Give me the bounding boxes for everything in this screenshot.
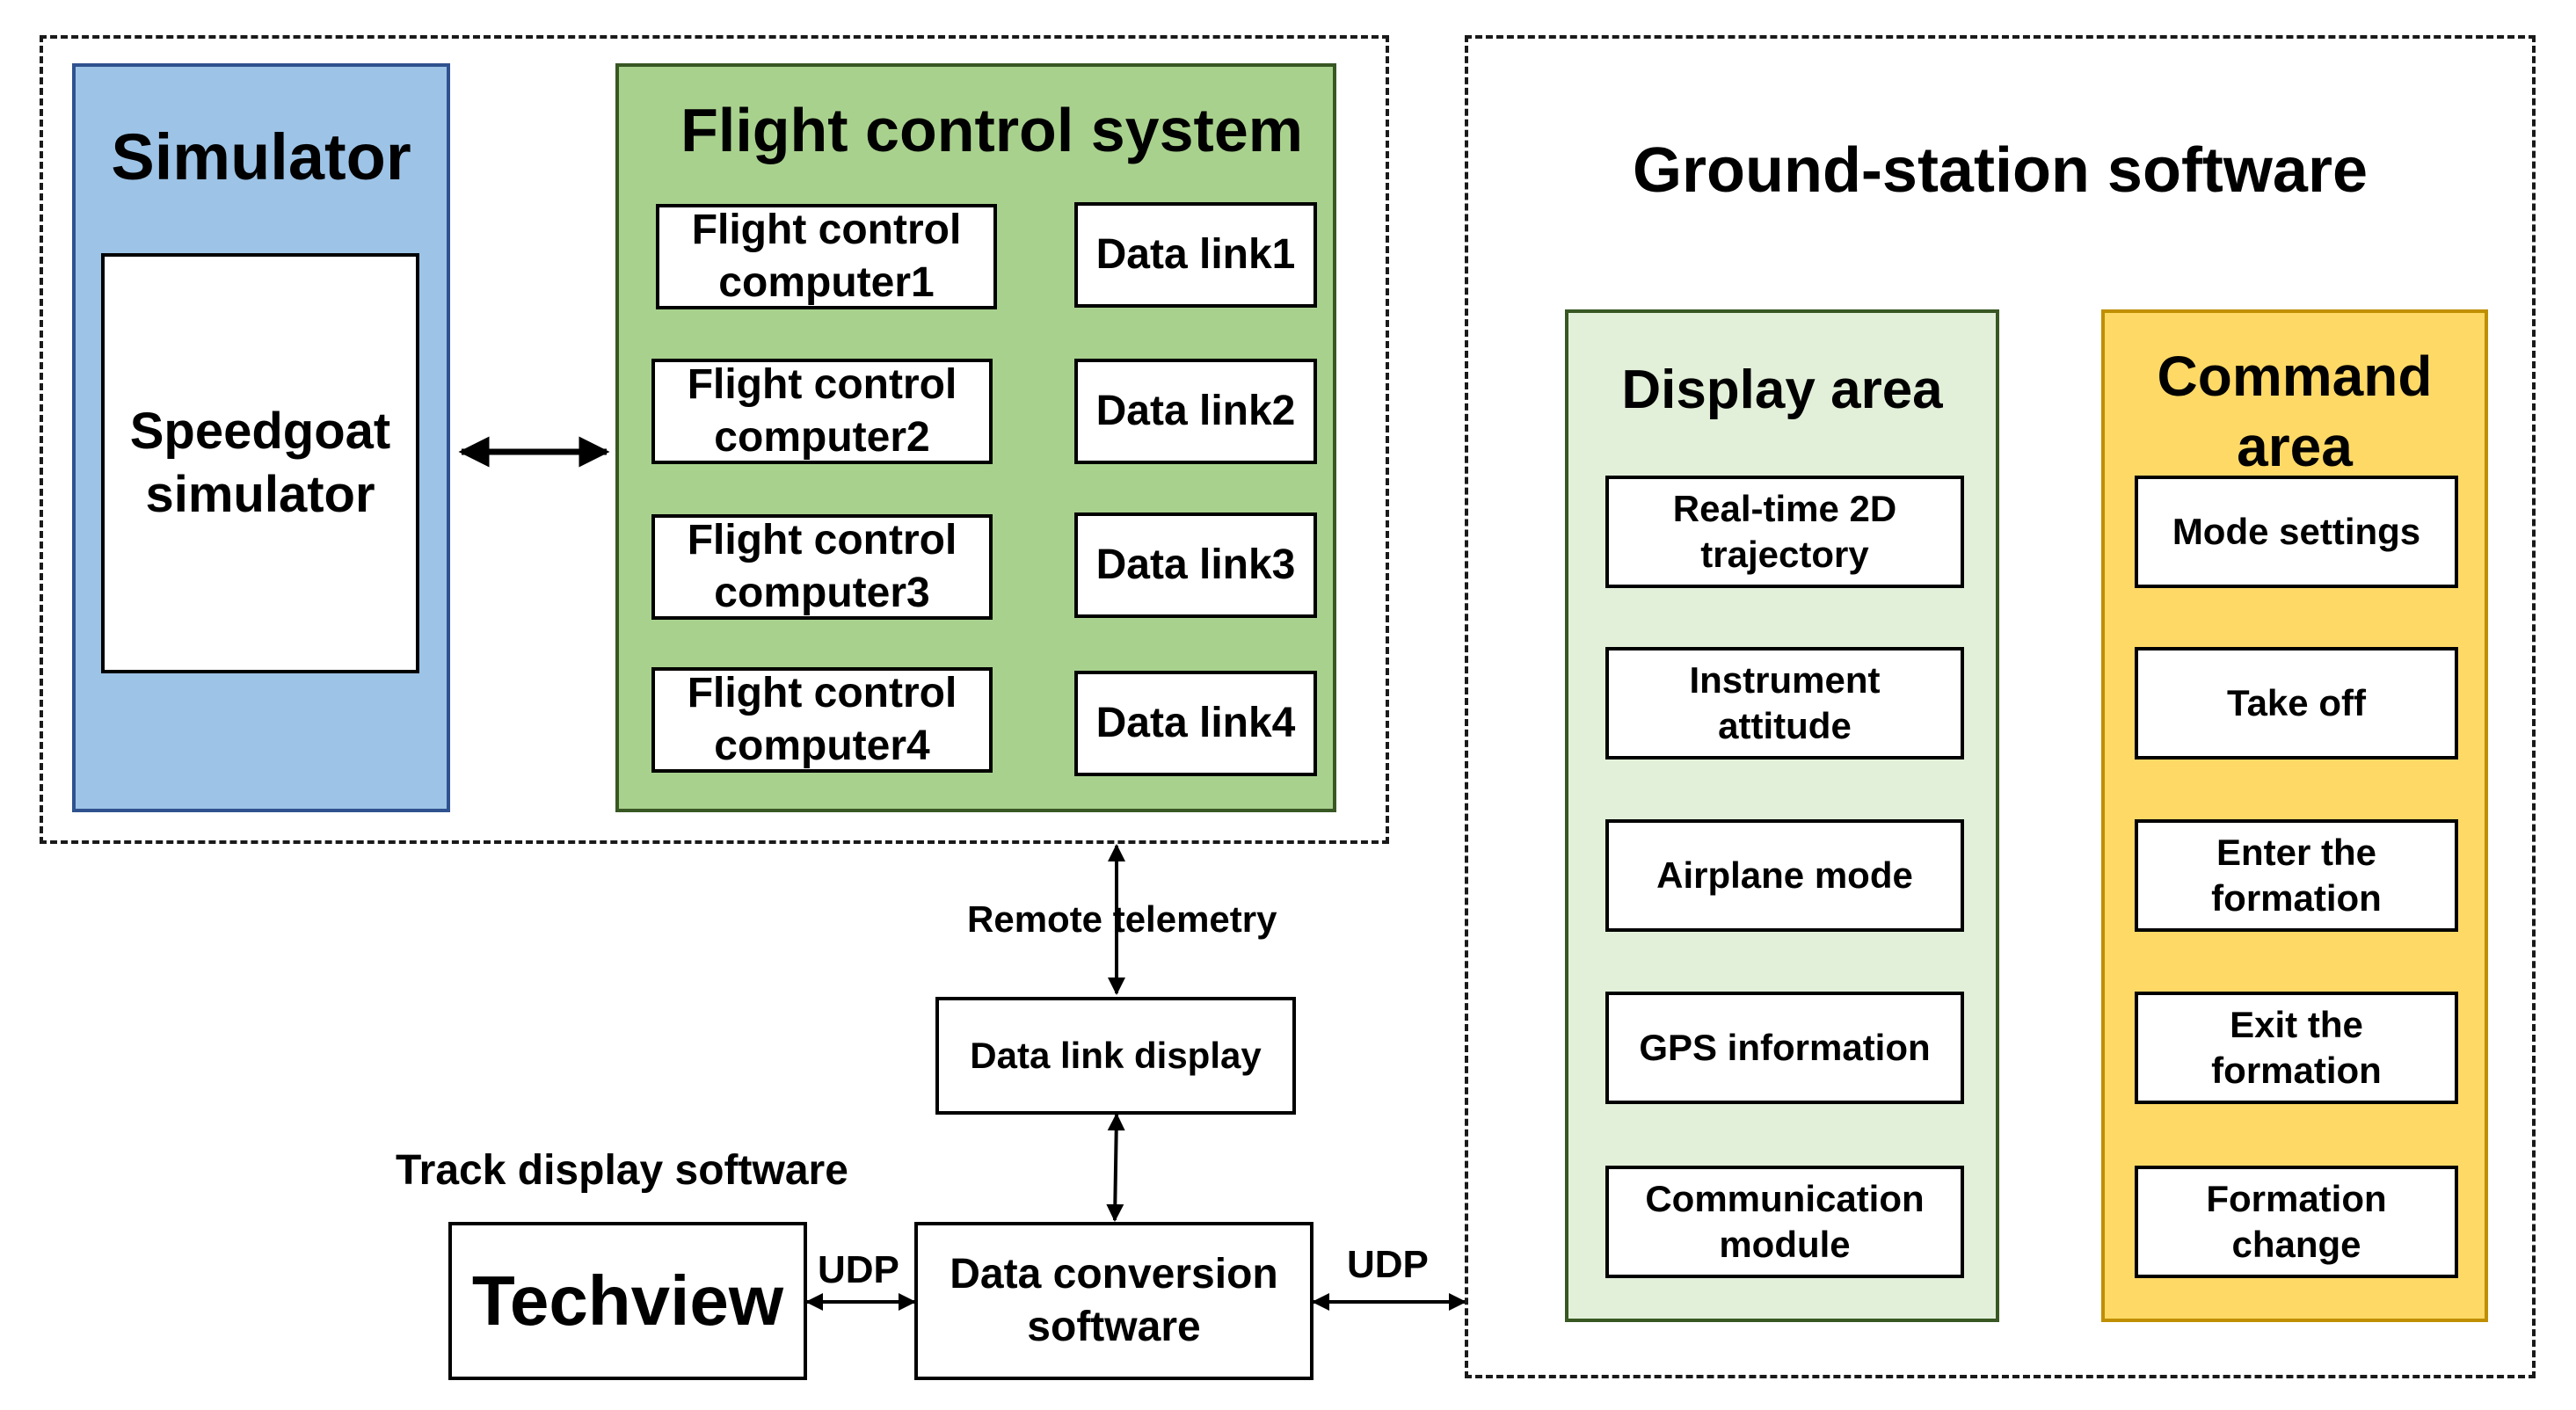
- display-area-title: Display area: [1621, 360, 1943, 420]
- command-item-exit-formation: Exit the formation: [2135, 992, 2458, 1104]
- command-item-mode-settings: Mode settings: [2135, 476, 2458, 588]
- command-area-title: Command area: [2157, 345, 2433, 478]
- ground-station-title: Ground-station software: [1632, 135, 2368, 206]
- data-link-2: Data link2: [1074, 359, 1317, 464]
- arrow-display-conversion: [1106, 1113, 1125, 1222]
- remote-telemetry-label: Remote telemetry: [967, 898, 1277, 940]
- techview-box: Techview: [448, 1222, 807, 1380]
- display-item-instrument-attitude: Instrument attitude: [1605, 647, 1964, 760]
- data-link-1: Data link1: [1074, 202, 1317, 308]
- ground-station-frame: [1465, 35, 2536, 1378]
- simulator-title: Simulator: [111, 120, 411, 193]
- speedgoat-simulator-box: Speedgoat simulator: [101, 253, 419, 673]
- data-link-3: Data link3: [1074, 512, 1317, 618]
- display-item-gps-information: GPS information: [1605, 992, 1964, 1104]
- track-display-software-label: Track display software: [396, 1147, 848, 1194]
- data-link-4: Data link4: [1074, 671, 1317, 776]
- flight-control-computer-1: Flight control computer1: [656, 204, 997, 309]
- fcs-title: Flight control system: [680, 96, 1303, 164]
- display-item-trajectory: Real-time 2D trajectory: [1605, 476, 1964, 588]
- display-item-airplane-mode: Airplane mode: [1605, 819, 1964, 932]
- display-item-communication-module: Communication module: [1605, 1166, 1964, 1278]
- command-item-take-off: Take off: [2135, 647, 2458, 760]
- data-link-display-box: Data link display: [935, 997, 1296, 1115]
- udp-right-label: UDP: [1347, 1243, 1429, 1286]
- flight-control-computer-2: Flight control computer2: [651, 359, 993, 464]
- data-conversion-software-box: Data conversion software: [914, 1222, 1313, 1380]
- udp-left-label: UDP: [818, 1248, 899, 1291]
- command-item-enter-formation: Enter the formation: [2135, 819, 2458, 932]
- simulation-group-frame: [40, 35, 1389, 844]
- command-item-formation-change: Formation change: [2135, 1166, 2458, 1278]
- flight-control-computer-4: Flight control computer4: [651, 667, 993, 773]
- flight-control-computer-3: Flight control computer3: [651, 514, 993, 620]
